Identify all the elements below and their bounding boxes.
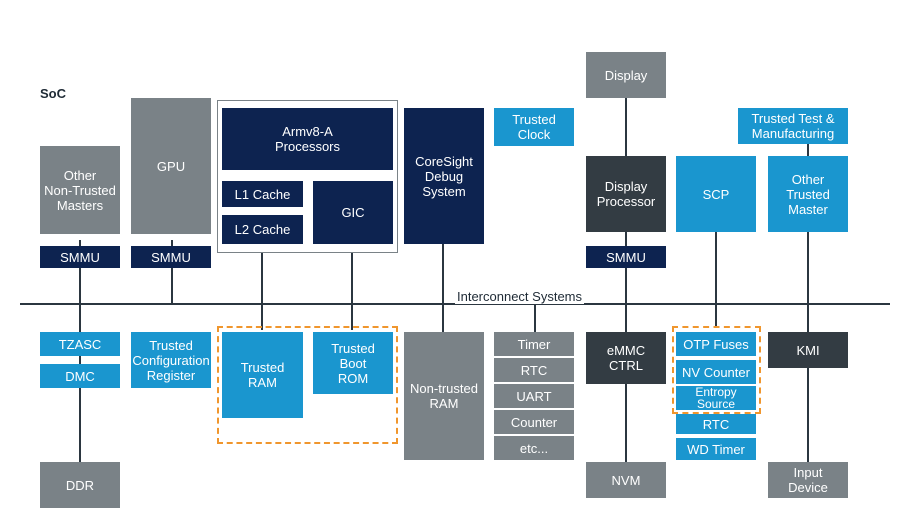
kmi-block: KMI	[768, 332, 848, 368]
nv-counter-block: NV Counter	[676, 360, 756, 384]
input-device-block: Input Device	[768, 462, 848, 498]
trusted-configuration-register-block: Trusted Configuration Register	[131, 332, 211, 388]
gic-block: GIC	[313, 181, 393, 244]
display-block: Display	[586, 52, 666, 98]
security-peripherals-dashed-region	[672, 326, 761, 414]
ddr-block: DDR	[40, 462, 120, 508]
non-trusted-ram-block: Non-trusted RAM	[404, 332, 484, 460]
emmc-ctrl-block: eMMC CTRL	[586, 332, 666, 384]
l1-cache-block: L1 Cache	[222, 181, 303, 207]
tzasc-block: TZASC	[40, 332, 120, 356]
trusted-ram-block: Trusted RAM	[222, 332, 303, 418]
trusted-test-block: Trusted Test & Manufacturing	[738, 108, 848, 144]
trusted-memory-dashed-region	[217, 326, 398, 444]
scp-block: SCP	[676, 156, 756, 232]
rtc-blue-block: RTC	[676, 414, 756, 434]
smmu-block-1: SMMU	[40, 246, 120, 268]
gpu-block: GPU	[131, 98, 211, 234]
trusted-clock-block: Trusted Clock	[494, 108, 574, 146]
dmc-block: DMC	[40, 364, 120, 388]
smmu-block-3: SMMU	[586, 246, 666, 268]
display-processor-block: Display Processor	[586, 156, 666, 232]
entropy-source-block: Entropy Source	[676, 386, 756, 410]
etc-block: etc...	[494, 436, 574, 460]
rtc-gray-block: RTC	[494, 358, 574, 382]
wd-timer-block: WD Timer	[676, 438, 756, 460]
interconnect-systems-label: Interconnect Systems	[455, 289, 584, 304]
nvm-block: NVM	[586, 462, 666, 498]
uart-block: UART	[494, 384, 574, 408]
smmu-block-2: SMMU	[131, 246, 211, 268]
trusted-boot-rom-block: Trusted Boot ROM	[313, 332, 393, 394]
soc-label: SoC	[40, 86, 66, 101]
other-non-trusted-masters-block: Other Non-Trusted Masters	[40, 146, 120, 234]
coresight-debug-block: CoreSight Debug System	[404, 108, 484, 244]
l2-cache-block: L2 Cache	[222, 215, 303, 244]
other-trusted-master-block: Other Trusted Master	[768, 156, 848, 232]
otp-fuses-block: OTP Fuses	[676, 332, 756, 356]
timer-block: Timer	[494, 332, 574, 356]
counter-block: Counter	[494, 410, 574, 434]
armv8-processors-block: Armv8-A Processors	[222, 108, 393, 170]
